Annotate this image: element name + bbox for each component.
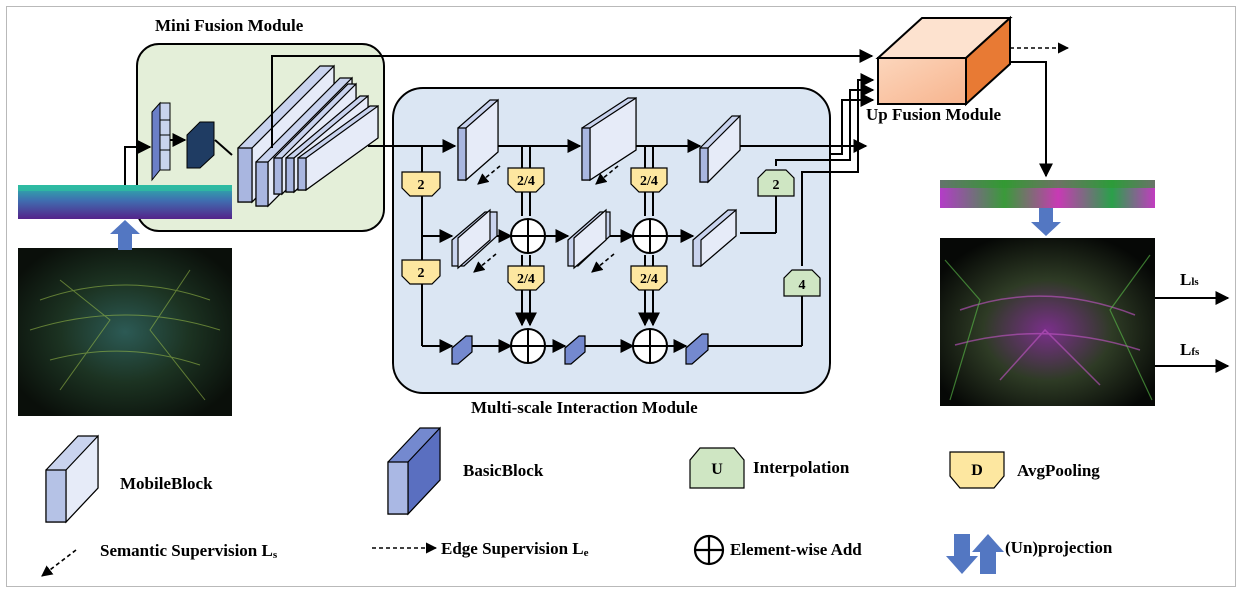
output-point-cloud (940, 238, 1155, 406)
interp-label-4: 4 (799, 278, 806, 293)
legend-element-wise-add-label: Element-wise Add (730, 540, 862, 559)
pool-label-left-2: 2 (418, 266, 425, 281)
stem-blocks (151, 101, 215, 182)
basic-block-bottom-1 (451, 335, 473, 365)
fusion-mobile-stack (237, 64, 379, 208)
basic-block-bottom-3 (685, 333, 709, 365)
legend-interpolation-icon (689, 447, 745, 489)
interp-node-2 (757, 169, 795, 197)
avgpool-node-c2-bot (630, 265, 668, 291)
loss-ls: Lls (1180, 270, 1199, 289)
element-wise-add-nodes (510, 218, 668, 364)
legend-unprojection-label: (Un)projection (1005, 538, 1113, 557)
pool-label-c1-top: 2/4 (517, 174, 535, 189)
avgpool-node-left-2 (401, 259, 441, 285)
up-fusion-cube (875, 15, 1013, 107)
avgpool-node-c1-top (507, 167, 545, 193)
multi-scale-module-title: Multi-scale Interaction Module (471, 398, 698, 417)
legend-avgpool-symbol: D (971, 462, 983, 479)
figure-frame (6, 6, 1236, 587)
interp-node-4 (783, 269, 821, 297)
pool-label-c1-bot: 2/4 (517, 272, 535, 287)
legend-semantic-dashed-arrow (41, 549, 77, 577)
legend-avgpool-icon (949, 451, 1005, 489)
up-fusion-module-title: Up Fusion Module (866, 105, 1002, 124)
pool-label-c2-bot: 2/4 (640, 272, 658, 287)
avgpool-node-c1-bot (507, 265, 545, 291)
legend-semantic-supervision-label: Semantic Supervision Ls (100, 541, 278, 561)
projection-arrow-icon (110, 220, 140, 250)
avgpool-node-left-1 (401, 171, 441, 197)
unprojection-arrow-icon (1031, 208, 1061, 236)
avgpool-node-c2-top (630, 167, 668, 193)
legend-mobileblock-label: MobileBlock (120, 474, 213, 493)
loss-fs: Lfs (1180, 340, 1200, 359)
mini-fusion-module-title: Mini Fusion Module (155, 16, 304, 35)
legend-add-icon (693, 534, 725, 566)
legend-avgpooling-label: AvgPooling (1017, 461, 1100, 480)
legend-unprojection-icon (946, 534, 1004, 574)
pool-label-left-1: 2 (418, 178, 425, 193)
interp-label-2: 2 (773, 178, 780, 193)
legend-basicblock-label: BasicBlock (463, 461, 544, 480)
legend-interpolation-symbol: U (711, 461, 723, 478)
input-point-cloud (18, 248, 232, 416)
basic-block-bottom-2 (564, 335, 586, 365)
legend-interpolation-label: Interpolation (753, 458, 850, 477)
legend-edge-supervision-label: Edge Supervision Le (441, 539, 589, 559)
pool-label-c2-top: 2/4 (640, 174, 658, 189)
